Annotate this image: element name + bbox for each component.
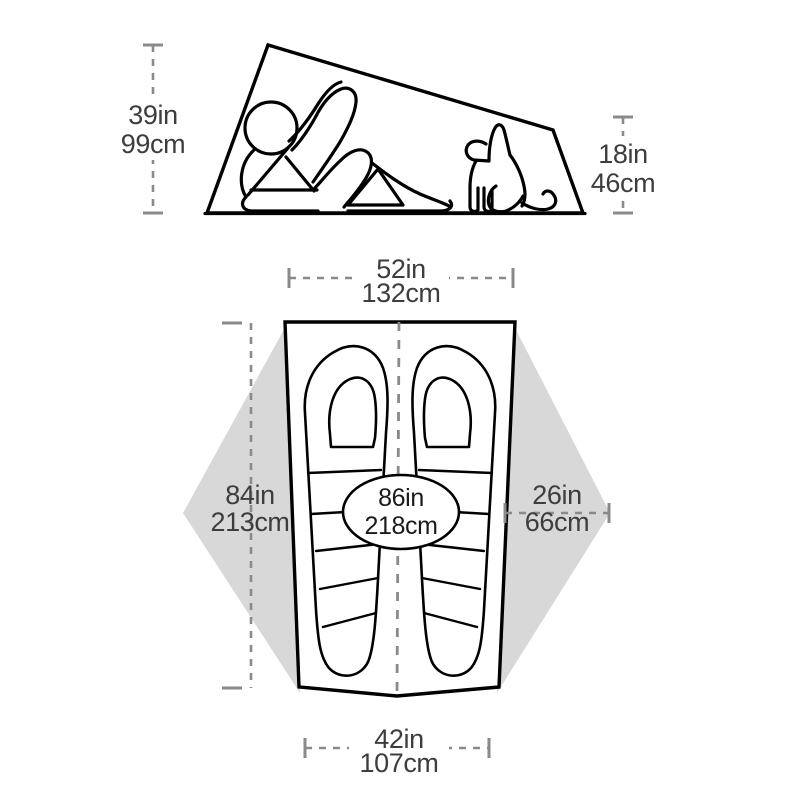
person-raised-arm-inner [287, 80, 343, 143]
foot-width-dimension: 42in 107cm [303, 724, 491, 778]
head-width-dimension: 52in 132cm [287, 254, 515, 308]
peak-height-dimension: 39in 99cm [112, 43, 196, 215]
person-hip [240, 195, 320, 213]
person-forearm [246, 146, 290, 197]
sleeping-pad-right-baffle-3 [419, 542, 486, 553]
person-upper-arm [284, 155, 316, 193]
dog-head [464, 139, 491, 163]
person-bent-knee [311, 148, 373, 209]
vestibule-left [183, 324, 300, 693]
floor-length-dimension: 84in 213cm [210, 321, 290, 690]
vestibule-right [497, 324, 610, 693]
floor-length-centimeters: 213cm [210, 507, 289, 537]
peak-height-centimeters: 99cm [121, 129, 185, 159]
person-extended-leg [370, 161, 451, 208]
person-raised-arm [290, 86, 358, 184]
foot-width-centimeters: 107cm [359, 748, 438, 778]
side-elevation-view: 39in 99cm 18in 46cm [112, 42, 666, 216]
peak-height-label-bg [112, 96, 196, 160]
dog-tail [520, 189, 558, 212]
person-silhouette [239, 80, 454, 213]
total-length-oval [341, 473, 461, 551]
sleeping-pad-left-hood [327, 376, 378, 449]
foot-height-inches: 18in [598, 139, 647, 169]
vestibule-depth-dimension: 26in 66cm [503, 480, 611, 537]
vestibule-depth-inches: 26in [532, 480, 581, 510]
foot-width-inches: 42in [374, 724, 423, 754]
dog-haunch [486, 184, 525, 214]
floor-length-inches: 84in [225, 480, 274, 510]
person-extended-leg-low [346, 199, 454, 213]
foot-width-label-bg [349, 724, 449, 774]
foot-height-centimeters: 46cm [591, 168, 655, 198]
sleeping-pad-left-baffle-3 [314, 542, 381, 553]
foot-height-label-bg [580, 136, 666, 198]
dog-neck-back [508, 153, 527, 208]
sleeping-pad-left-baffle-5 [321, 611, 378, 629]
head-width-centimeters: 132cm [361, 278, 440, 308]
sleeping-pad-left-baffle-4 [318, 576, 380, 591]
sleeping-pad-left-baffle-1 [306, 468, 383, 475]
peak-height-inches: 39in [128, 100, 177, 130]
vestibule-depth-centimeters: 66cm [525, 507, 589, 537]
dog-front-leg-a [468, 186, 480, 214]
head-width-label-bg [353, 254, 449, 304]
total-length-centimeters: 218cm [364, 512, 437, 540]
person-head-icon [243, 100, 299, 156]
sleeping-pad-right-baffle-5 [422, 611, 479, 629]
dog-silhouette [464, 123, 558, 214]
floor-plan-view: 86in 218cm 84in 213cm 26in 66cm [183, 320, 611, 698]
foot-height-dimension: 18in 46cm [580, 115, 666, 215]
sleeping-pad-right-hood [422, 376, 473, 449]
head-width-inches: 52in [376, 254, 425, 284]
total-length-inches: 86in [378, 484, 424, 512]
person-leg-triangle [346, 167, 405, 207]
sleeping-pad-right-baffle-1 [417, 468, 494, 475]
person-torso [239, 148, 256, 199]
dog-ear [487, 123, 512, 162]
dog-chest [468, 159, 478, 190]
total-length-dimension: 86in 218cm [341, 473, 461, 551]
sleeping-pad-right-baffle-4 [420, 576, 482, 591]
tent-profile-outline [204, 42, 586, 215]
